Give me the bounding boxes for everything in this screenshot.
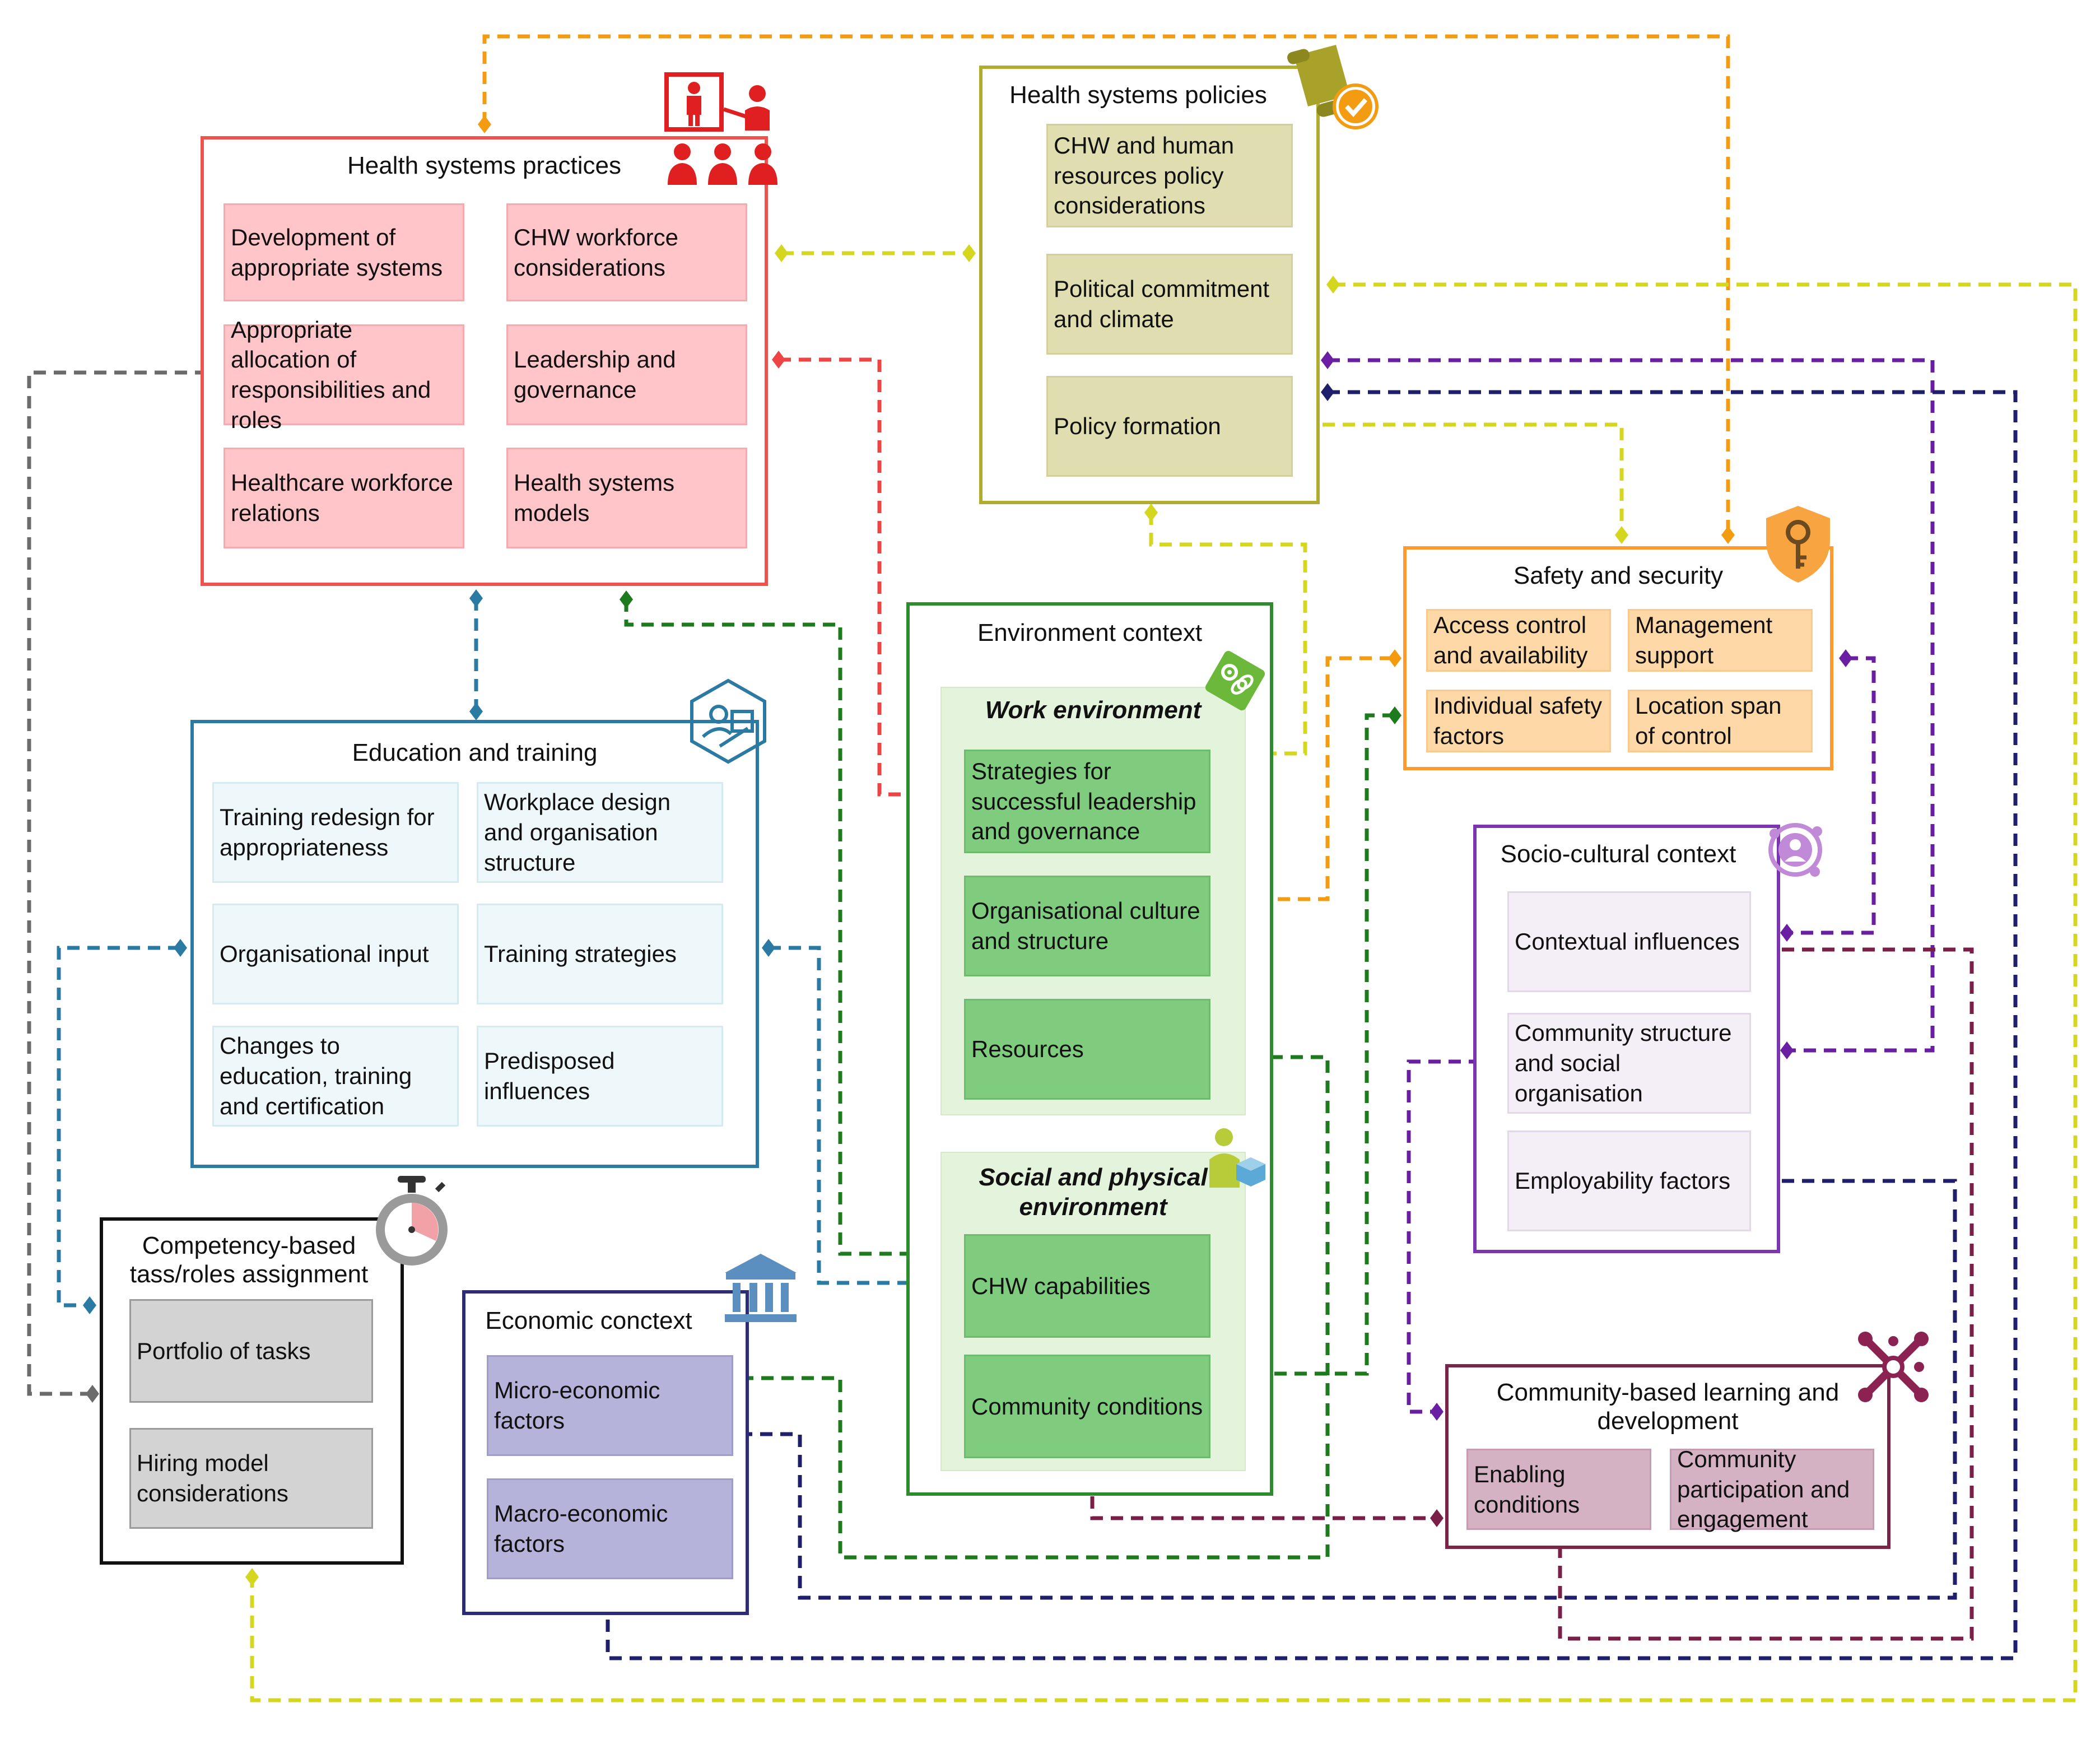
group-title: Health systems policies (1009, 81, 1267, 109)
connector-culture-safety (1258, 656, 1395, 901)
group-title: Education and training (352, 739, 598, 766)
connector-policies-workenv-diamond (1144, 504, 1158, 522)
group-health-systems-policies: Health systems policies CHW and human re… (979, 66, 1320, 504)
policies-item: CHW and human resources policy considera… (1046, 124, 1293, 227)
connector-practices-competency-diamond (86, 1385, 99, 1403)
education-item: Organisational input (212, 904, 459, 1004)
group-socio-cultural-context: Socio-cultural context Contextual influe… (1473, 825, 1780, 1253)
connector-environment-learning-diamond (1430, 1509, 1444, 1527)
practices-item: Health systems models (506, 448, 747, 548)
group-economic-context: Economic conctext Micro-economic factors… (462, 1290, 749, 1615)
shield-key-icon (1766, 506, 1830, 583)
environment-item: Strategies for successful leadership and… (964, 750, 1210, 853)
community-item: Enabling conditions (1466, 1449, 1651, 1530)
environment-item: Resources (964, 999, 1210, 1100)
connector-policies-sociocultural-diamond (1321, 351, 1334, 369)
education-item: Predisposed influences (477, 1026, 723, 1127)
connector-practices-strategies-diamond (772, 351, 785, 369)
connector-practices-education-diamond (469, 702, 483, 720)
connector-policies-safety-diamond (1615, 526, 1628, 544)
group-title: Competency-based tass/roles assignment (129, 1232, 369, 1288)
connector-practices-safety-diamond (478, 115, 491, 133)
connector-policies-sociocultural-diamond (1780, 1041, 1794, 1059)
education-item: Training strategies (477, 904, 723, 1004)
sociocultural-item: Contextual influences (1507, 891, 1751, 992)
practices-item: Leadership and governance (506, 324, 747, 425)
connector-culture-safety-diamond (1388, 649, 1401, 667)
connector-policies-economic-diamond (1321, 383, 1334, 401)
education-item: Training redesign for appropriateness (212, 782, 459, 883)
group-education-and-training: Education and training Training redesign… (190, 720, 759, 1168)
education-hands-icon (690, 678, 766, 764)
policies-item: Policy formation (1046, 376, 1293, 477)
connector-policies-competency-diamond (245, 1568, 259, 1586)
safety-item: Individual safety factors (1426, 690, 1611, 752)
policies-item: Political commitment and climate (1046, 254, 1293, 355)
group-health-systems-practices: Health systems practices Development of … (201, 136, 768, 586)
group-title: Safety and security (1513, 562, 1724, 589)
economic-item: Macro-economic factors (487, 1478, 733, 1579)
social-circle-icon (1768, 823, 1822, 877)
group-title: Economic conctext (485, 1307, 692, 1334)
safety-item: Location span of control (1628, 690, 1813, 752)
group-title: Community-based learning and development (1496, 1379, 1840, 1435)
work-environment-title: Work environment (985, 696, 1202, 724)
connector-policies-competency-diamond (1326, 276, 1340, 294)
group-title: Health systems practices (347, 152, 622, 179)
network-cross-icon (1858, 1332, 1929, 1402)
connector-education-capabilities-diamond (762, 939, 775, 957)
community-item: Community participation and engagement (1670, 1446, 1874, 1532)
safety-item: Management support (1628, 609, 1813, 672)
practices-item: Appropriate allocation of responsibiliti… (223, 317, 464, 433)
connector-practices-policies-diamond (962, 244, 976, 262)
connector-practices-education-diamond (469, 589, 483, 607)
practices-item: CHW workforce considerations (506, 203, 747, 301)
connector-practices-safety-diamond (1721, 526, 1735, 544)
environment-item: CHW capabilities (964, 1234, 1210, 1338)
environment-item: Community conditions (964, 1355, 1210, 1458)
social-physical-environment-panel: Social and physical environment CHW capa… (940, 1152, 1246, 1471)
group-title: Environment context (977, 619, 1203, 646)
practices-item: Development of appropriate systems (223, 203, 464, 301)
stopwatch-icon (376, 1176, 448, 1266)
scroll-check-icon (1287, 45, 1379, 129)
education-item: Workplace design and organisation struct… (477, 782, 723, 883)
connector-education-competency-diamond (83, 1296, 96, 1314)
competency-item: Portfolio of tasks (129, 1299, 373, 1403)
group-community-based-learning: Community-based learning and development… (1445, 1364, 1891, 1549)
group-competency-based-assignment: Competency-based tass/roles assignment P… (100, 1217, 404, 1565)
economic-item: Micro-economic factors (487, 1355, 733, 1456)
person-cube-icon (1209, 1128, 1265, 1188)
connector-safety-sociocultural-diamond (1839, 649, 1852, 667)
connector-safety-community-diamond (1388, 706, 1401, 724)
environment-item: Organisational culture and structure (964, 876, 1210, 976)
connector-safety-sociocultural-diamond (1780, 924, 1794, 942)
bank-icon (725, 1254, 797, 1322)
presentation-people-icon (664, 72, 777, 185)
connector-sociocultural-learning-diamond (1430, 1403, 1444, 1421)
education-item: Changes to education, training and certi… (212, 1026, 459, 1127)
sociocultural-item: Community structure and social organisat… (1507, 1013, 1751, 1114)
social-environment-title: Social and physical environment (979, 1164, 1208, 1221)
safety-item: Access control and availability (1426, 609, 1611, 672)
gear-link-icon (1205, 650, 1265, 711)
group-title: Socio-cultural context (1500, 840, 1736, 868)
work-environment-panel: Work environment Strategies for successf… (940, 687, 1246, 1115)
practices-item: Healthcare workforce relations (223, 448, 464, 548)
connector-education-competency-diamond (174, 939, 187, 957)
connector-practices-capabilities-diamond (620, 590, 633, 608)
group-environment-context: Environment context Work environment Str… (906, 602, 1273, 1496)
sociocultural-item: Employability factors (1507, 1130, 1751, 1231)
group-safety-and-security: Safety and security Access control and a… (1403, 546, 1833, 770)
connector-policies-safety (1302, 422, 1624, 535)
competency-item: Hiring model considerations (129, 1428, 373, 1529)
connector-practices-policies-diamond (775, 244, 788, 262)
